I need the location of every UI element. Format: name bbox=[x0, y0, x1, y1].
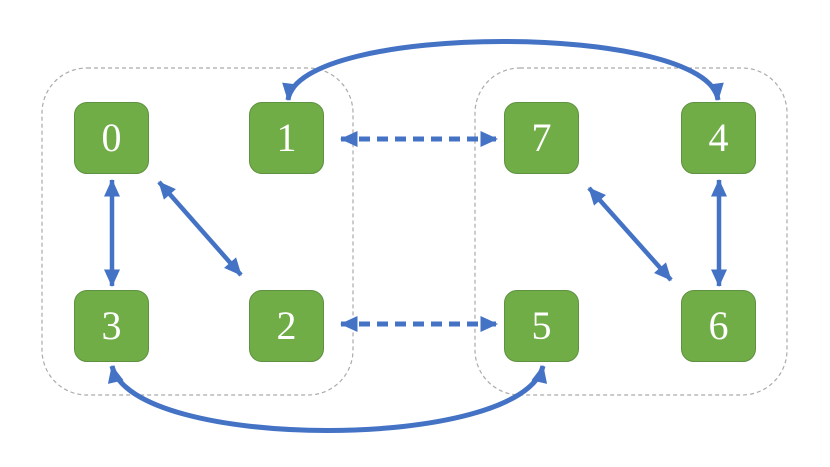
node-7: 7 bbox=[504, 102, 579, 174]
node-5-label: 5 bbox=[531, 303, 552, 348]
node-4: 4 bbox=[681, 102, 756, 174]
edge-0-2-arrow bbox=[157, 180, 243, 277]
node-5: 5 bbox=[504, 290, 579, 362]
node-0: 0 bbox=[74, 102, 149, 174]
node-6-label: 6 bbox=[708, 303, 729, 348]
node-3: 3 bbox=[74, 290, 149, 362]
node-4-label: 4 bbox=[708, 115, 729, 160]
node-2-label: 2 bbox=[276, 303, 297, 348]
node-1: 1 bbox=[249, 102, 324, 174]
node-1-label: 1 bbox=[276, 115, 297, 160]
node-7-label: 7 bbox=[531, 115, 552, 160]
node-6: 6 bbox=[681, 290, 756, 362]
edge-7-6-arrow bbox=[587, 186, 673, 282]
node-2: 2 bbox=[249, 290, 324, 362]
edge-1-4-arc bbox=[282, 39, 724, 101]
edge-3-5-arc bbox=[108, 365, 547, 433]
node-3-label: 3 bbox=[101, 303, 122, 348]
node-0-label: 0 bbox=[101, 115, 122, 160]
